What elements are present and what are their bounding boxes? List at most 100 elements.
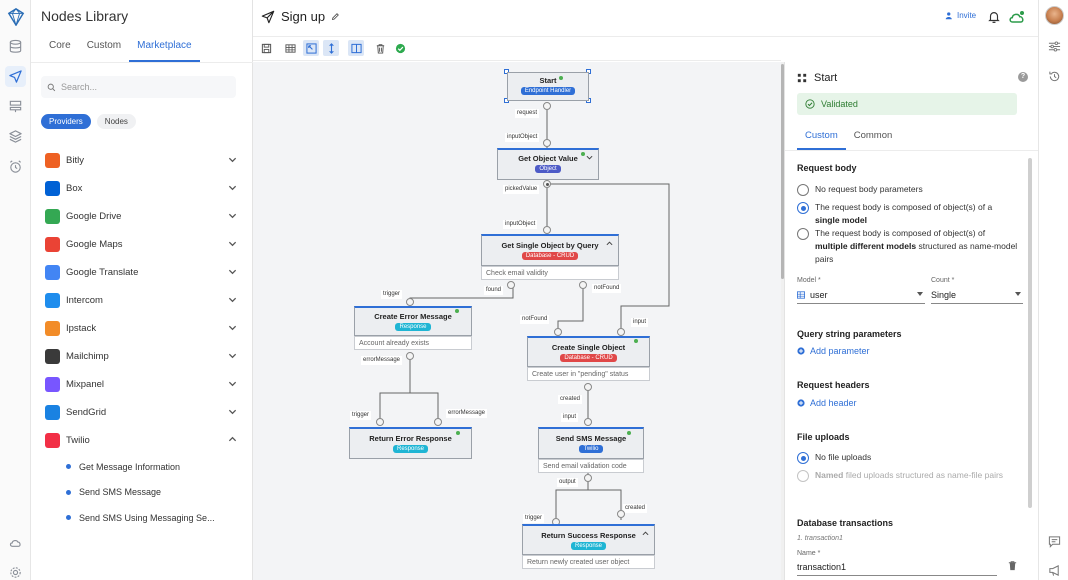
provider-item[interactable]: Mixpanel <box>41 370 241 398</box>
settings-gear-icon[interactable] <box>5 562 26 580</box>
node-list-item[interactable]: Send SMS Using Messaging Se... <box>41 505 241 531</box>
sliders-icon[interactable] <box>1046 38 1062 54</box>
app-logo-icon[interactable] <box>5 6 26 27</box>
chevron-down-icon[interactable] <box>228 407 237 416</box>
radio-button-selected[interactable] <box>797 452 809 464</box>
layout-icon[interactable] <box>5 96 26 117</box>
radio-button-selected[interactable] <box>797 202 809 214</box>
cloud-settings-icon[interactable] <box>5 532 26 553</box>
trash-icon[interactable] <box>372 40 388 56</box>
layers-icon[interactable] <box>5 126 26 147</box>
radio-button-disabled[interactable] <box>797 470 809 482</box>
port[interactable] <box>406 298 414 306</box>
help-icon[interactable]: ? <box>1018 72 1028 82</box>
port[interactable] <box>543 180 551 188</box>
chevron-down-icon[interactable] <box>228 323 237 332</box>
provider-item[interactable]: Mailchimp <box>41 342 241 370</box>
provider-item[interactable]: Bitly <box>41 146 241 174</box>
grid-icon[interactable] <box>282 40 298 56</box>
split-view-icon[interactable] <box>348 40 364 56</box>
chevron-up-icon[interactable] <box>606 240 613 247</box>
model-select[interactable]: user <box>797 286 925 304</box>
port[interactable] <box>543 102 551 110</box>
announcement-icon[interactable] <box>1046 562 1062 578</box>
port[interactable] <box>543 139 551 147</box>
vertical-layout-icon[interactable] <box>323 40 339 56</box>
cloud-sync-icon[interactable] <box>1008 9 1026 25</box>
radio-button[interactable] <box>797 184 809 196</box>
provider-item[interactable]: Box <box>41 174 241 202</box>
chevron-up-icon[interactable] <box>642 530 649 537</box>
node-get-object-value[interactable]: Get Object Value Object <box>497 148 599 180</box>
tab-custom[interactable]: Custom <box>86 40 122 51</box>
radio-no-request-body[interactable]: No request body parameters <box>797 183 1019 196</box>
chevron-up-icon[interactable] <box>228 435 237 444</box>
radio-named-file-uploads[interactable]: Named filed uploads structured as name-f… <box>797 469 1019 482</box>
port[interactable] <box>554 328 562 336</box>
chevron-down-icon[interactable] <box>228 379 237 388</box>
port[interactable] <box>584 418 592 426</box>
history-icon[interactable] <box>1046 68 1062 84</box>
provider-item[interactable]: Intercom <box>41 286 241 314</box>
edit-pencil-icon[interactable] <box>331 12 340 21</box>
invite-button[interactable]: Invite <box>945 11 976 20</box>
flows-icon[interactable] <box>5 66 26 87</box>
alarm-clock-icon[interactable] <box>5 156 26 177</box>
selection-handle[interactable] <box>504 69 509 74</box>
pill-nodes[interactable]: Nodes <box>96 114 136 129</box>
flow-canvas[interactable]: Start Endpoint Handler request inputObje… <box>253 62 781 580</box>
bell-icon[interactable] <box>987 10 1001 24</box>
search-input[interactable] <box>61 82 231 92</box>
pill-providers[interactable]: Providers <box>41 114 91 129</box>
node-create-single-object[interactable]: Create Single Object Database - CRUD <box>527 336 650 367</box>
node-get-single-object[interactable]: Get Single Object by Query Database - CR… <box>481 234 619 266</box>
chevron-down-icon[interactable] <box>586 154 593 161</box>
provider-item[interactable]: Google Translate <box>41 258 241 286</box>
node-create-error-message[interactable]: Create Error Message Response <box>354 306 472 336</box>
radio-single-model[interactable]: The request body is composed of object(s… <box>797 201 1019 227</box>
node-start[interactable]: Start Endpoint Handler <box>507 72 589 101</box>
provider-item[interactable]: Google Maps <box>41 230 241 258</box>
add-header-button[interactable]: Add header <box>797 398 857 408</box>
tab-core[interactable]: Core <box>49 40 71 51</box>
chat-icon[interactable] <box>1046 533 1062 549</box>
provider-item[interactable]: Google Drive <box>41 202 241 230</box>
count-select[interactable]: Single <box>931 286 1023 304</box>
database-icon[interactable] <box>5 36 26 57</box>
fit-view-icon[interactable] <box>303 40 319 56</box>
port[interactable] <box>584 383 592 391</box>
port[interactable] <box>579 281 587 289</box>
chevron-down-icon[interactable] <box>228 295 237 304</box>
add-parameter-button[interactable]: Add parameter <box>797 346 870 356</box>
node-list-item[interactable]: Get Message Information <box>41 454 241 480</box>
port[interactable] <box>584 474 592 482</box>
radio-button[interactable] <box>797 228 809 240</box>
provider-item[interactable]: SendGrid <box>41 398 241 426</box>
node-return-error-response[interactable]: Return Error Response Response <box>349 427 472 459</box>
radio-no-file-uploads[interactable]: No file uploads <box>797 451 1019 464</box>
tab-marketplace[interactable]: Marketplace <box>129 34 200 62</box>
properties-scrollbar[interactable] <box>1028 158 1032 508</box>
node-list-item[interactable]: Send SMS Message <box>41 480 241 506</box>
chevron-down-icon[interactable] <box>228 239 237 248</box>
port[interactable] <box>406 352 414 360</box>
port[interactable] <box>543 226 551 234</box>
port[interactable] <box>507 281 515 289</box>
port[interactable] <box>617 510 625 518</box>
user-avatar[interactable] <box>1045 6 1064 25</box>
node-return-success-response[interactable]: Return Success Response Response <box>522 524 655 555</box>
transaction-name-input[interactable]: transaction1 <box>797 558 997 576</box>
tab-custom[interactable]: Custom <box>797 124 846 150</box>
port[interactable] <box>376 418 384 426</box>
chevron-down-icon[interactable] <box>228 267 237 276</box>
tab-common[interactable]: Common <box>853 130 893 141</box>
provider-item[interactable]: Twilio <box>41 426 241 454</box>
port[interactable] <box>617 328 625 336</box>
node-send-sms-message[interactable]: Send SMS Message Twilio <box>538 427 644 459</box>
chevron-down-icon[interactable] <box>228 183 237 192</box>
radio-multiple-models[interactable]: The request body is composed of object(s… <box>797 227 1019 266</box>
provider-item[interactable]: Ipstack <box>41 314 241 342</box>
chevron-down-icon[interactable] <box>228 155 237 164</box>
port[interactable] <box>434 418 442 426</box>
canvas-scrollbar-thumb[interactable] <box>781 64 784 279</box>
